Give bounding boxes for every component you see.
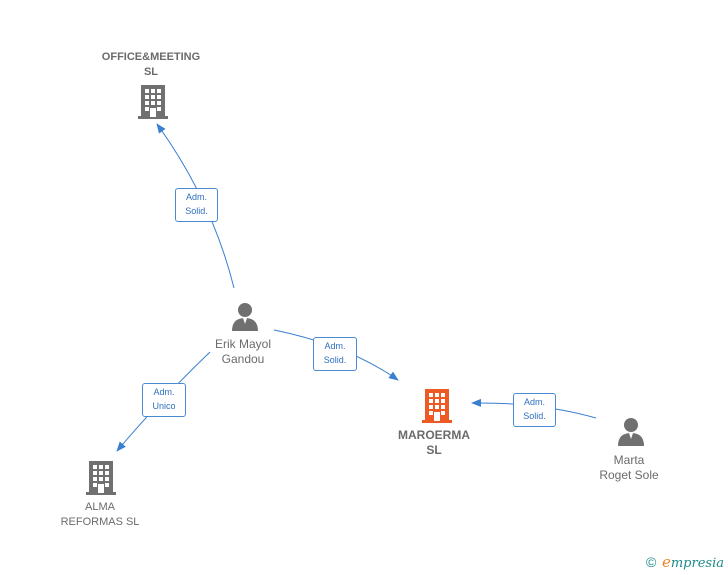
edge-label-marta-maroerma[interactable]: Adm. Solid. [513, 393, 556, 427]
edge-label-line2: Unico [152, 401, 176, 411]
erik-mayol-name-line2: Gandou [221, 352, 265, 366]
edge-label-line2: Solid. [523, 411, 546, 421]
building-icon[interactable] [421, 388, 453, 424]
edge-label-line1: Adm. [324, 341, 346, 351]
alma-reformas-name-line2: REFORMAS SL [60, 516, 140, 528]
empresia-watermark: © empresia [646, 553, 724, 571]
maroerma-label[interactable]: MAROERMA SL [380, 428, 488, 458]
copyright-symbol: © [646, 554, 657, 570]
office-meeting-name-line1: OFFICE&MEETING [101, 51, 201, 63]
alma-reformas-name-line1: ALMA [85, 501, 115, 513]
building-icon[interactable] [85, 460, 117, 496]
office-meeting-name-line2: SL [143, 66, 159, 78]
edge-label-line1: Adm. [523, 397, 545, 407]
marta-roget-label[interactable]: Marta Roget Sole [578, 453, 680, 483]
edge-label-line1: Adm. [153, 387, 175, 397]
empresia-logo-rest: mpresia [670, 556, 724, 571]
building-icon[interactable] [137, 84, 169, 120]
empresia-logo-e: e [661, 553, 671, 571]
alma-reformas-label[interactable]: ALMA REFORMAS SL [48, 500, 152, 530]
maroerma-name-line2: SL [426, 443, 442, 457]
person-icon[interactable] [230, 302, 260, 332]
empresia-logo: empresia [661, 553, 724, 571]
office-meeting-label[interactable]: OFFICE&MEETING SL [95, 50, 207, 80]
maroerma-name-line1: MAROERMA [398, 428, 470, 442]
edge-label-erik-maroerma[interactable]: Adm. Solid. [313, 337, 357, 371]
edge-label-erik-office[interactable]: Adm. Solid. [175, 188, 218, 222]
edge-label-line2: Solid. [323, 355, 347, 365]
marta-roget-name-line1: Marta [613, 453, 645, 467]
erik-mayol-name-line1: Erik Mayol [214, 337, 271, 351]
marta-roget-name-line2: Roget Sole [599, 468, 659, 482]
edge-label-erik-alma[interactable]: Adm. Unico [142, 383, 186, 417]
edge-label-line2: Solid. [185, 206, 208, 216]
erik-mayol-label[interactable]: Erik Mayol Gandou [190, 337, 296, 367]
edge-label-line1: Adm. [185, 192, 207, 202]
person-icon[interactable] [616, 417, 646, 447]
